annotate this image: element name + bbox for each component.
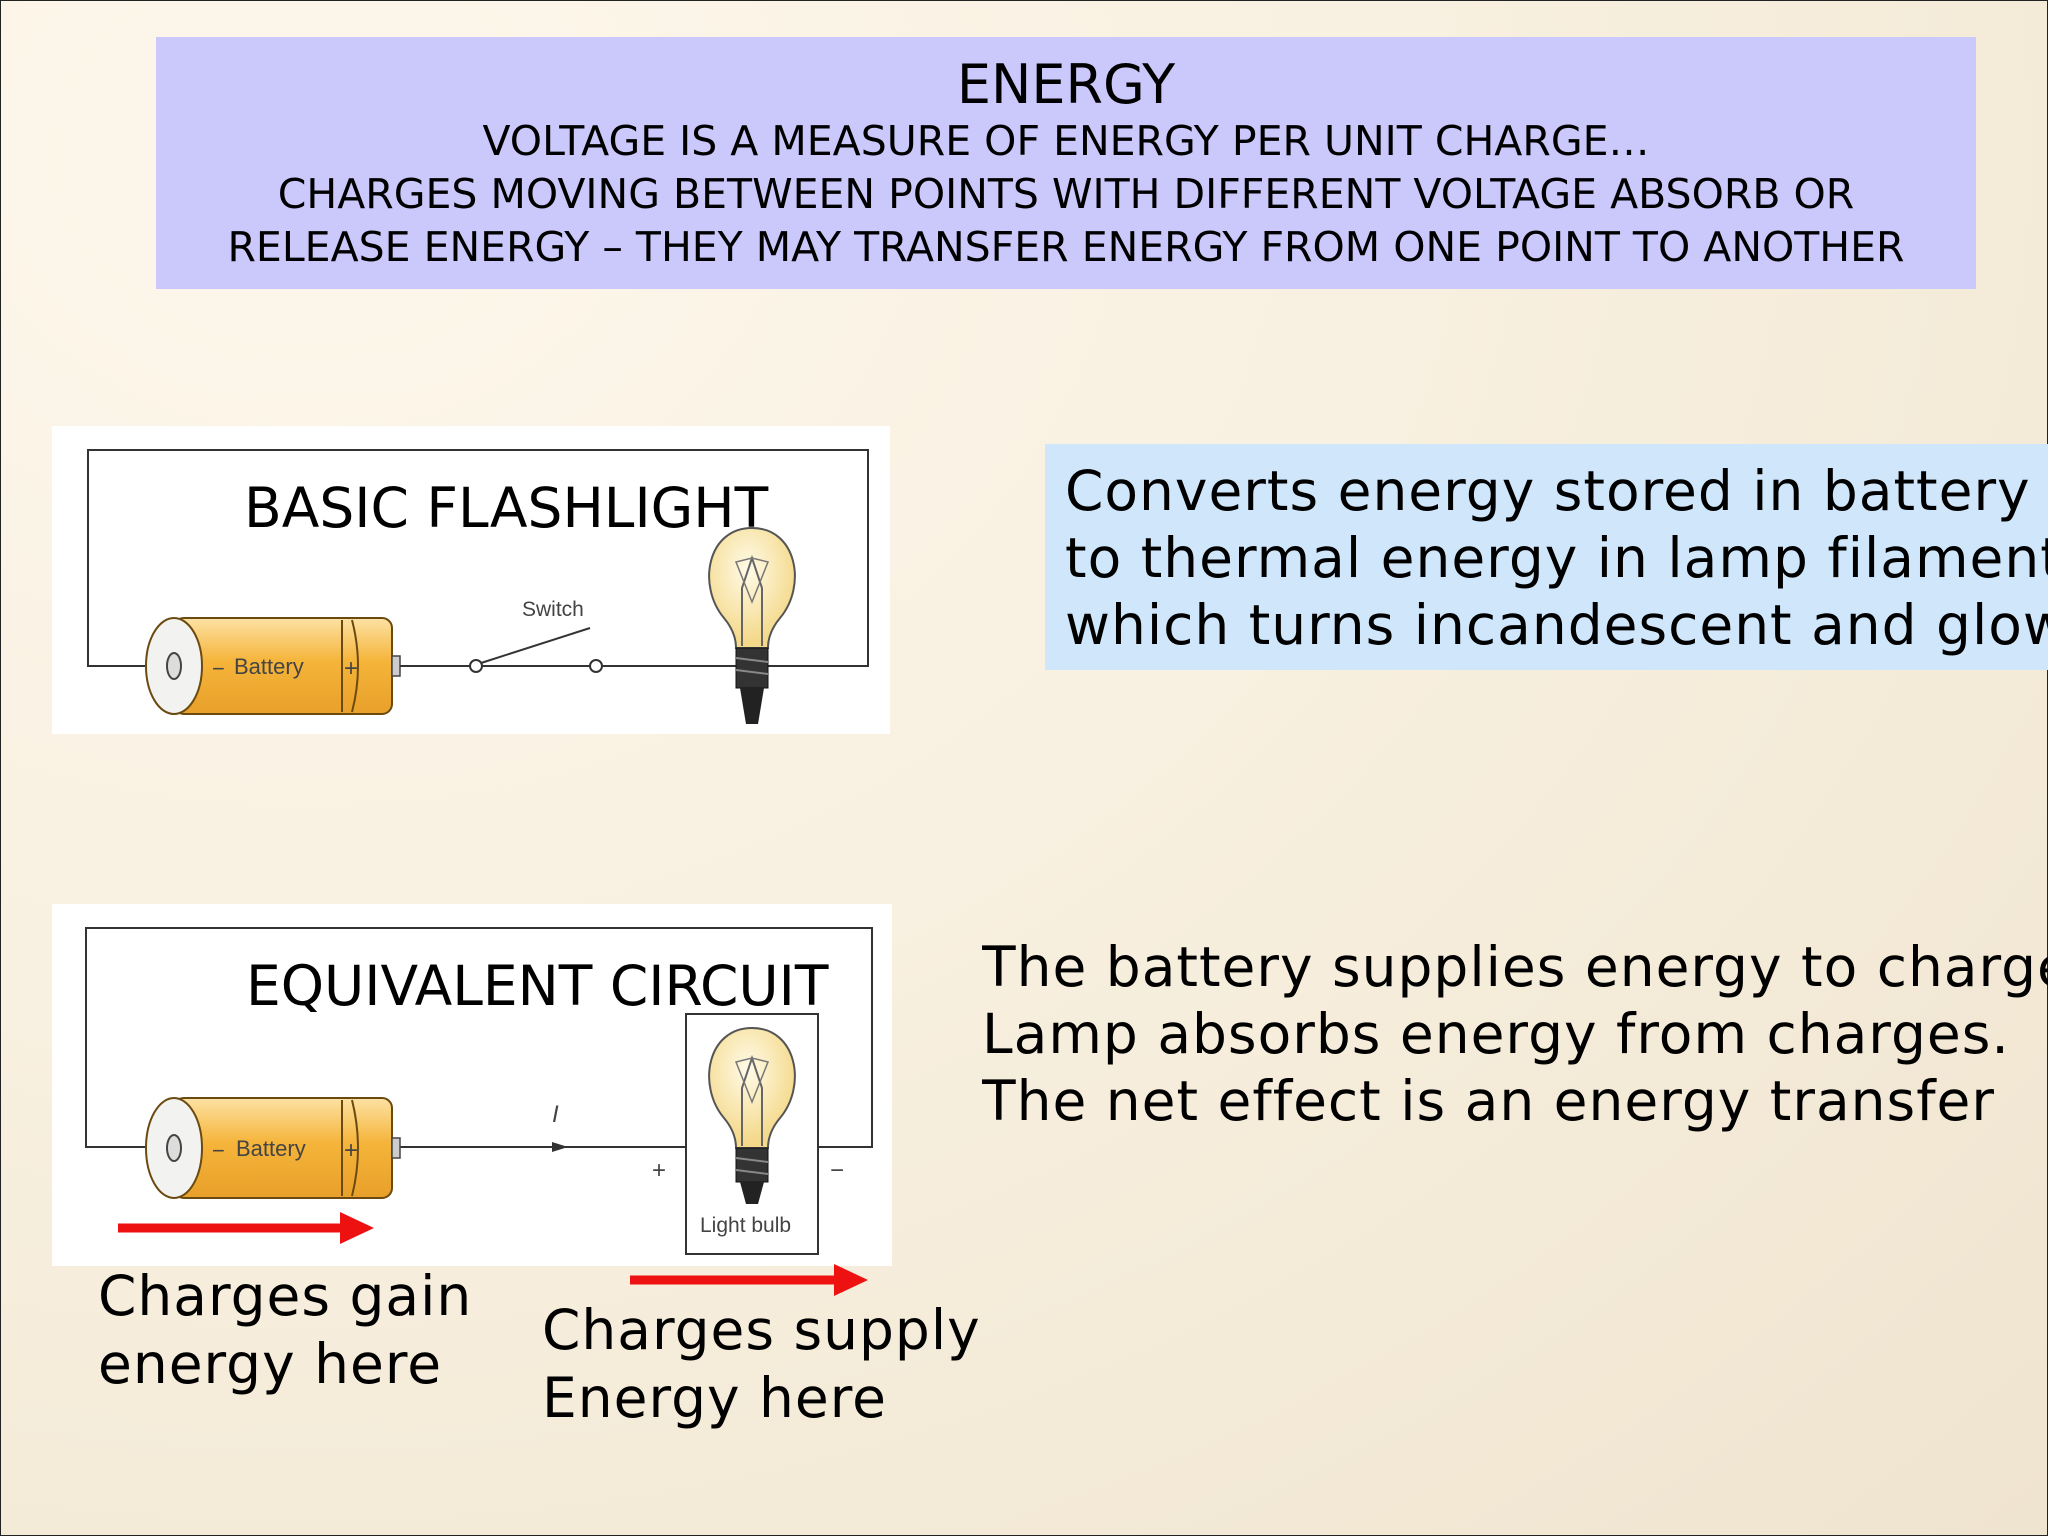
header-box: ENERGY VOLTAGE IS A MEASURE OF ENERGY PE… [156, 37, 1976, 289]
battery-plus: + [344, 1137, 358, 1164]
bulb-minus: − [830, 1157, 844, 1184]
battery-minus: − [212, 656, 225, 681]
bulb-label: Light bulb [700, 1214, 791, 1237]
header-line-3: RELEASE ENERGY – THEY MAY TRANSFER ENERG… [227, 223, 1905, 271]
battery-icon: − Battery + [145, 1097, 401, 1199]
supply-line-1: Charges supply [542, 1298, 981, 1362]
description-line-3: which turns incandescent and glows [1065, 593, 2048, 657]
current-label: I [552, 1101, 559, 1128]
supply-line-2: Energy here [542, 1366, 887, 1430]
light-bulb-icon [708, 526, 868, 724]
energy-line-1: The battery supplies energy to charges. [982, 935, 2048, 999]
equivalent-circuit-diagram: I − Battery + Light bulb + − E [52, 904, 892, 1266]
description-line-2: to thermal energy in lamp filament [1065, 526, 2048, 590]
switch-icon: Switch [400, 598, 702, 673]
description-line-1: Converts energy stored in battery [1065, 459, 2031, 523]
charges-gain-caption: Charges gain energy here [98, 1262, 472, 1398]
header-line-2: CHARGES MOVING BETWEEN POINTS WITH DIFFE… [277, 170, 1855, 218]
header-line-1: VOLTAGE IS A MEASURE OF ENERGY PER UNIT … [482, 117, 1650, 165]
battery-icon: − Battery + [145, 617, 401, 715]
gain-line-1: Charges gain [98, 1264, 473, 1328]
gain-line-2: energy here [98, 1332, 443, 1396]
current-arrow-icon: I [552, 1101, 568, 1152]
light-bulb-icon: Light bulb [685, 1013, 819, 1255]
battery-minus: − [212, 1138, 225, 1163]
bulb-plus: + [652, 1157, 666, 1184]
slide-title: ENERGY [956, 53, 1176, 116]
flashlight-diagram: − Battery + Switch BASIC FLASHLIGHT [52, 426, 890, 734]
equivalent-circuit-title: EQUIVALENT CIRCUIT [246, 954, 829, 1018]
battery-label: Battery [236, 1136, 306, 1161]
energy-line-2: Lamp absorbs energy from charges. [982, 1002, 2010, 1066]
flashlight-title: BASIC FLASHLIGHT [244, 476, 769, 540]
switch-label: Switch [522, 598, 584, 621]
battery-plus: + [344, 655, 358, 682]
charges-supply-caption: Charges supply Energy here [542, 1296, 981, 1432]
gain-arrow-icon [118, 1212, 374, 1244]
supply-arrow-icon [630, 1264, 868, 1296]
battery-label: Battery [234, 654, 304, 679]
flashlight-description: Converts energy stored in battery to the… [1045, 444, 2048, 670]
energy-line-3: The net effect is an energy transfer [982, 1069, 1996, 1133]
energy-transfer-text: The battery supplies energy to charges. … [982, 934, 2048, 1135]
